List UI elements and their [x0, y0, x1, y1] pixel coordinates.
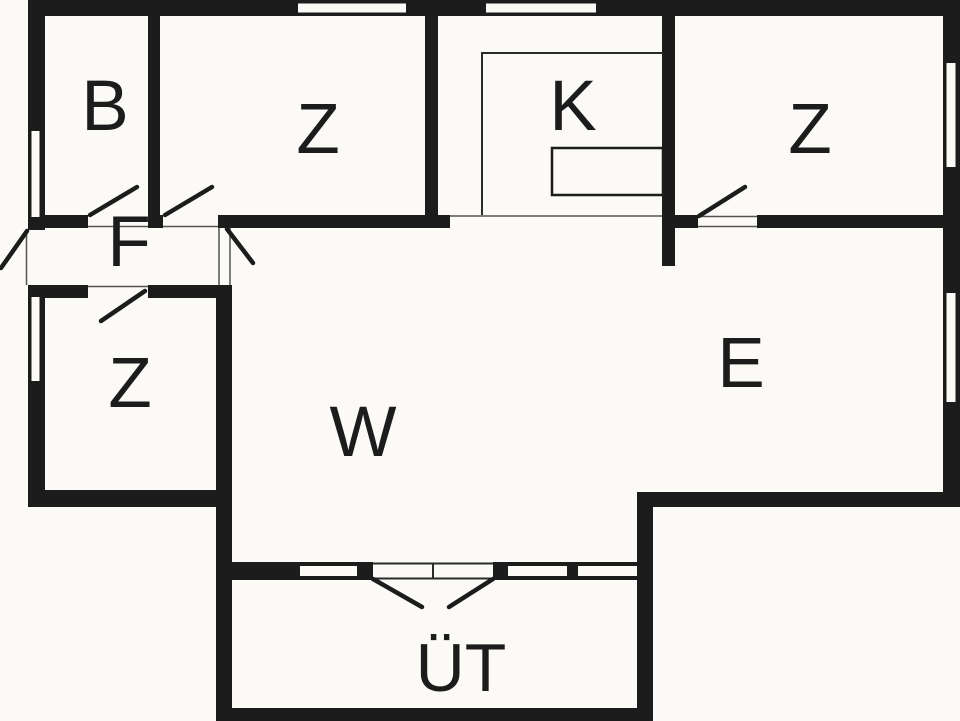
room-label-ut: ÜT	[416, 630, 507, 706]
wall-f-north-seg1	[45, 215, 88, 228]
door-leaf-entry	[0, 228, 30, 271]
door-leaf-b	[87, 184, 140, 218]
door-leaf-ut-right	[446, 576, 496, 610]
window-ut-east-1	[506, 564, 569, 578]
room-label-z-lower: Z	[108, 344, 151, 423]
window-left-b	[29, 129, 42, 219]
room-labels: B Z K Z F Z W E ÜT	[81, 67, 831, 706]
wall-e-bottom	[637, 492, 960, 507]
door-leaf-z-lower	[98, 288, 148, 324]
room-label-b: B	[81, 67, 128, 146]
kitchen-fixtures	[450, 52, 665, 217]
room-label-e: E	[717, 324, 764, 403]
wall-k-z-right-with-stub	[662, 13, 675, 266]
window-right-e	[944, 291, 958, 404]
wall-w-top	[218, 215, 450, 228]
wall-f-south-seg2	[148, 285, 228, 298]
wall-z-k	[425, 13, 438, 215]
window-left-z-lower	[29, 295, 42, 383]
window-right-z-right	[944, 61, 958, 169]
door-leaf-z-top	[162, 184, 215, 218]
room-label-z-top-left: Z	[296, 90, 339, 169]
kitchen-counter-edge	[481, 52, 663, 215]
windows	[29, 1, 958, 578]
door-leaves	[0, 184, 748, 610]
wall-ut-bottom	[216, 708, 653, 721]
wall-z-lower-bottom	[28, 490, 216, 507]
wall-f-south-seg1	[28, 285, 88, 298]
wall-f-north-seg2	[148, 215, 163, 228]
room-label-w: W	[329, 393, 396, 472]
wall-ut-right	[637, 492, 653, 721]
door-leaf-z-right	[696, 184, 748, 219]
door-leaf-ut-left	[370, 576, 425, 610]
door-openings	[25, 215, 757, 580]
room-label-k: K	[549, 67, 596, 146]
room-label-f: F	[107, 203, 150, 282]
wall-b-z	[148, 13, 160, 215]
wall-z-right-bottom-seg1	[675, 215, 698, 228]
wall-z-right-bottom-seg2	[757, 215, 960, 228]
exterior-walls	[28, 0, 960, 721]
window-w-ut	[298, 564, 359, 578]
door-leaf-f-w	[224, 226, 256, 266]
window-top-z-left	[296, 1, 408, 15]
room-label-z-top-right: Z	[788, 90, 831, 169]
kitchen-peninsula	[550, 146, 665, 197]
window-top-k	[484, 1, 598, 15]
window-ut-east-2	[576, 564, 639, 578]
wall-west-of-w-and-ut	[216, 285, 232, 721]
